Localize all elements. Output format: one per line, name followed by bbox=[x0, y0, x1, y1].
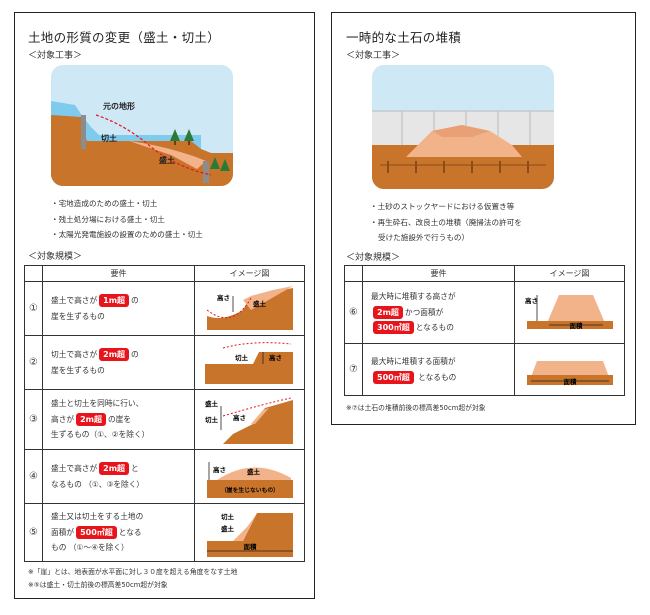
svg-text:切土: 切土 bbox=[205, 415, 219, 424]
scene-label-cut: 切土 bbox=[101, 133, 117, 143]
left-title: 土地の形質の変更（盛土・切土） bbox=[28, 30, 221, 45]
scene-label-fill: 盛土 bbox=[159, 155, 175, 165]
row-requirement: 最大時に堆積する高さが 2m超かつ面積が 300㎡超となるもの bbox=[362, 281, 515, 344]
svg-text:面積: 面積 bbox=[243, 542, 257, 551]
table-row: ⑥ 最大時に堆積する高さが 2m超かつ面積が 300㎡超となるもの 高さ 面積 bbox=[344, 281, 625, 344]
right-bullet-list: 土砂のストックヤードにおける仮置き等 再生砕石、改良土の堆積（廃掃法の許可を受け… bbox=[370, 199, 522, 246]
svg-text:高さ: 高さ bbox=[525, 296, 538, 305]
svg-text:（崖を生じないもの）: （崖を生じないもの） bbox=[221, 486, 279, 494]
left-note-1: ※「崖」とは、地表面が水平面に対し３０度を超える角度をなす土地 bbox=[28, 568, 238, 576]
soil-stockpile-illustration bbox=[372, 65, 554, 189]
threshold-badge: 2m超 bbox=[99, 348, 130, 361]
svg-text:面積: 面積 bbox=[563, 377, 577, 386]
threshold-badge: 2m超 bbox=[99, 462, 130, 475]
svg-text:高さ: 高さ bbox=[233, 413, 246, 422]
row-num: ⑤ bbox=[24, 503, 43, 562]
row-num: ⑥ bbox=[344, 281, 363, 344]
th-image: イメージ図 bbox=[514, 265, 625, 282]
threshold-badge: 500㎡超 bbox=[373, 370, 414, 384]
svg-text:高さ: 高さ bbox=[217, 293, 230, 302]
row-requirement: 最大時に堆積する面積が 500㎡超 となるもの bbox=[362, 343, 515, 396]
row-figure: 切土 盛土 面積 bbox=[194, 503, 305, 562]
row-figure: 面積 bbox=[514, 343, 625, 396]
svg-text:切土: 切土 bbox=[221, 512, 235, 521]
th-image: イメージ図 bbox=[194, 265, 305, 282]
svg-text:盛土: 盛土 bbox=[253, 299, 267, 308]
table-row: ⑦ 最大時に堆積する面積が 500㎡超 となるもの 面積 bbox=[344, 343, 625, 396]
svg-text:盛土: 盛土 bbox=[247, 467, 261, 476]
svg-text:盛土: 盛土 bbox=[221, 524, 235, 533]
right-scale-label: ＜対象規模＞ bbox=[346, 253, 401, 263]
right-target-works-label: ＜対象工事＞ bbox=[346, 51, 401, 61]
threshold-badge: 500㎡超 bbox=[76, 525, 117, 539]
left-note-2: ※⑤は盛土・切土前後の標高差50cm超が対象 bbox=[28, 581, 168, 589]
th-requirement: 要件 bbox=[42, 265, 195, 282]
land-alteration-illustration: 元の地形 切土 盛土 bbox=[51, 65, 233, 186]
th-requirement: 要件 bbox=[362, 265, 515, 282]
row-num: ① bbox=[24, 281, 43, 336]
threshold-badge: 300㎡超 bbox=[373, 321, 414, 335]
left-bullet-2: 残土処分場における盛土・切土 bbox=[51, 212, 203, 228]
row-figure: 切土 高さ bbox=[194, 335, 305, 390]
row-figure: 高さ 盛土 （崖を生じないもの） bbox=[194, 449, 305, 504]
right-note-1: ※⑦は土石の堆積前後の標高差50cm超が対象 bbox=[346, 404, 486, 412]
th-blank bbox=[24, 265, 43, 282]
row-figure: 高さ 盛土 bbox=[194, 281, 305, 336]
threshold-badge: 2m超 bbox=[76, 412, 106, 426]
threshold-badge: 1m超 bbox=[99, 294, 130, 307]
threshold-badge: 2m超 bbox=[373, 305, 403, 319]
scene-label-original-terrain: 元の地形 bbox=[103, 101, 135, 111]
left-scale-label: ＜対象規模＞ bbox=[28, 252, 83, 262]
left-bullet-3: 太陽光発電施設の設置のための盛土・切土 bbox=[51, 227, 203, 243]
svg-text:高さ: 高さ bbox=[213, 465, 226, 474]
svg-text:切土: 切土 bbox=[235, 353, 249, 362]
row-figure: 盛土 切土 高さ bbox=[194, 389, 305, 450]
svg-text:面積: 面積 bbox=[569, 321, 583, 330]
right-requirements-table: 要件 イメージ図 ⑥ 最大時に堆積する高さが 2m超かつ面積が 300㎡超となる… bbox=[344, 265, 625, 396]
left-bullet-1: 宅地造成のための盛土・切土 bbox=[51, 196, 203, 212]
row-num: ⑦ bbox=[344, 343, 363, 396]
right-title: 一時的な土石の堆積 bbox=[346, 30, 462, 45]
svg-text:盛土: 盛土 bbox=[205, 399, 219, 408]
row-figure: 高さ 面積 bbox=[514, 281, 625, 344]
row-num: ③ bbox=[24, 389, 43, 450]
right-bullet-1: 土砂のストックヤードにおける仮置き等 bbox=[370, 199, 522, 215]
th-blank bbox=[344, 265, 363, 282]
svg-text:高さ: 高さ bbox=[269, 353, 282, 362]
left-panel: 土地の形質の変更（盛土・切土） ＜対象工事＞ 元の地形 切土 盛土 bbox=[14, 12, 315, 599]
row-num: ② bbox=[24, 335, 43, 390]
right-panel: 一時的な土石の堆積 ＜対象工事＞ bbox=[331, 12, 636, 425]
row-num: ④ bbox=[24, 449, 43, 504]
left-bullet-list: 宅地造成のための盛土・切土 残土処分場における盛土・切土 太陽光発電施設の設置の… bbox=[51, 196, 203, 243]
left-target-works-label: ＜対象工事＞ bbox=[28, 51, 83, 61]
